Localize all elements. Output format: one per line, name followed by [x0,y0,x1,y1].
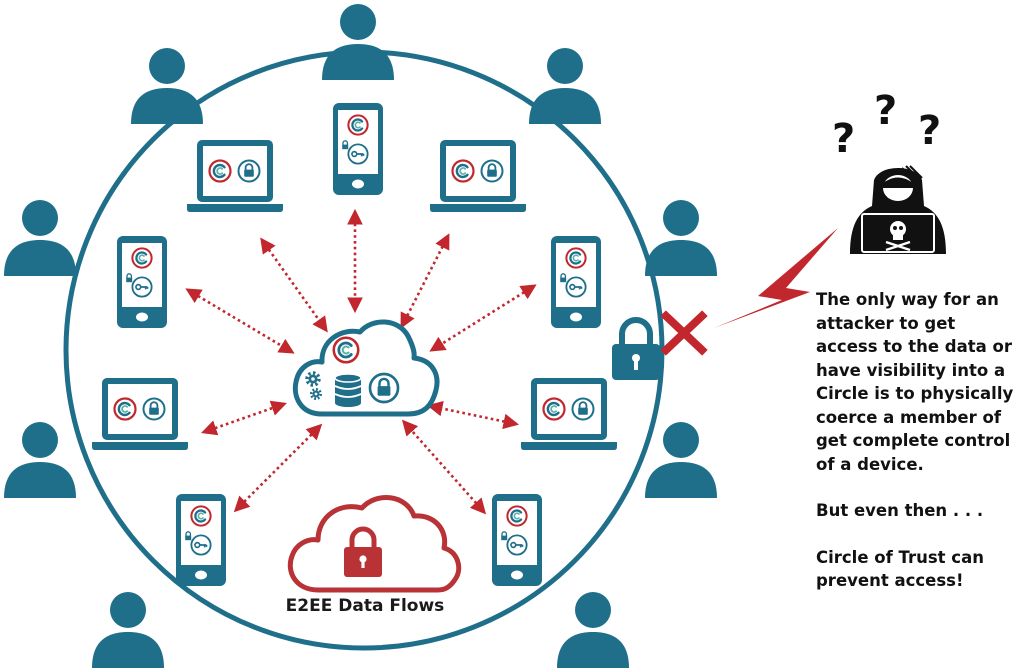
red-x-icon [660,310,708,356]
ring-padlock-icon [612,317,660,380]
question-mark: ? [874,88,897,134]
padlock-icon [368,372,400,404]
user-icon [131,48,203,124]
user-icon [645,422,717,498]
user-icon [557,592,629,668]
question-mark: ? [832,116,855,162]
laptop-icon [187,140,283,212]
smartphone-icon [551,236,601,328]
skull-icon [885,221,911,252]
flow-arrow [260,237,328,333]
flow-arrow [401,419,487,515]
cloud-icon [292,319,440,417]
question-mark: ? [918,108,941,154]
e2ee-cloud [287,495,462,593]
laptop-icon [521,378,617,450]
e2ee-data-flows-label: E2EE Data Flows [285,596,445,616]
smartphone-icon [176,494,226,586]
user-icon [645,200,717,276]
central-cloud-server [292,319,440,417]
smartphone-icon [333,103,383,195]
flow-arrow [400,233,450,329]
flow-arrow [185,288,295,354]
padlock-icon [349,526,377,548]
flow-arrow [429,284,537,352]
database-icon [334,373,362,407]
user-icon [4,422,76,498]
smartphone-icon [492,494,542,586]
user-icon [92,592,164,668]
user-icon [4,200,76,276]
laptop-icon [92,378,188,450]
caption-end: Circle of Trust can prevent access! [816,547,984,591]
circle-app-logo [332,336,360,364]
caption-main: The only way for an attacker to get acce… [816,290,1014,474]
flow-arrow [233,423,323,513]
e2ee-flow-arrows [185,208,537,515]
caption-but: But even then . . . [816,501,984,520]
user-icon [529,48,601,124]
question-marks: ? ? ? [832,88,941,162]
attacker-caption: The only way for an attacker to get acce… [816,288,1021,593]
flow-arrow [201,400,287,436]
hooded-hacker-icon [850,165,946,254]
laptop-icon [430,140,526,212]
user-icon [322,4,394,80]
flow-arrow [426,400,520,430]
smartphone-icon [117,236,167,328]
